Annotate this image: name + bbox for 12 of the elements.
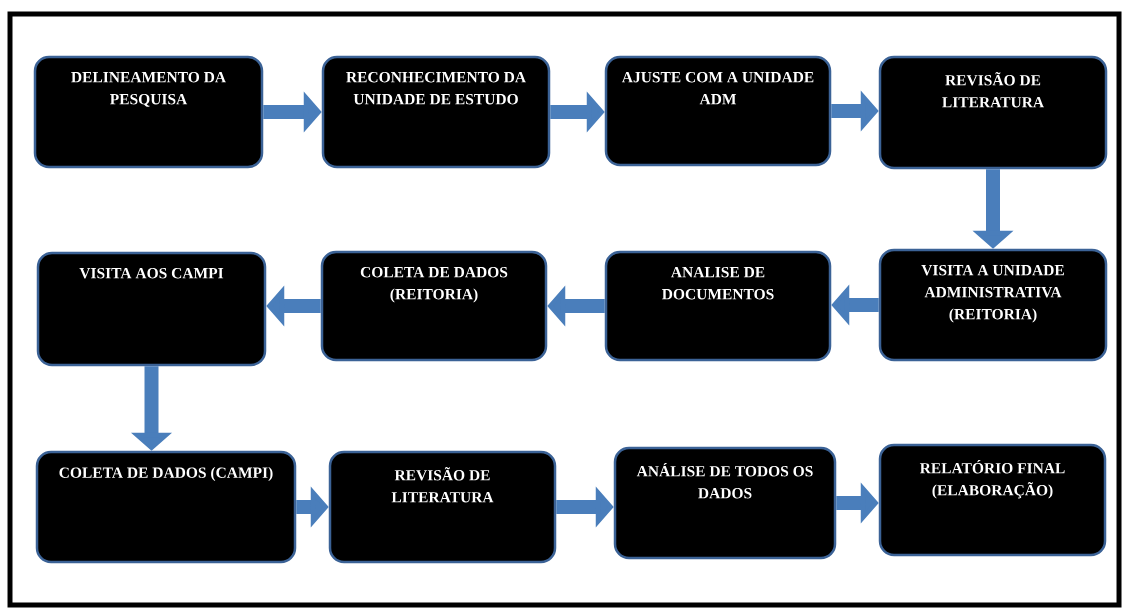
process-box: COLETA DE DADOS (CAMPI) [35,450,297,564]
process-box: DELINEAMENTO DA PESQUISA [33,55,264,169]
process-box: REVISÃO DE LITERATURA [878,55,1108,170]
process-box: AJUSTE COM A UNIDADE ADM [604,55,832,167]
process-box: ANÁLISE DE TODOS OS DADOS [613,446,837,560]
process-box: REVISÃO DE LITERATURA [328,450,557,564]
process-box: VISITA AOS CAMPI [36,251,267,367]
process-box: VISITA A UNIDADE ADMINISTRATIVA (REITORIA) [878,248,1108,362]
process-box: ANALISE DE DOCUMENTOS [604,250,832,362]
process-box: COLETA DE DADOS (REITORIA) [320,250,548,362]
process-box: RECONHECIMENTO DA UNIDADE DE ESTUDO [321,55,551,169]
process-box: RELATÓRIO FINAL (ELABORAÇÃO) [878,443,1107,557]
